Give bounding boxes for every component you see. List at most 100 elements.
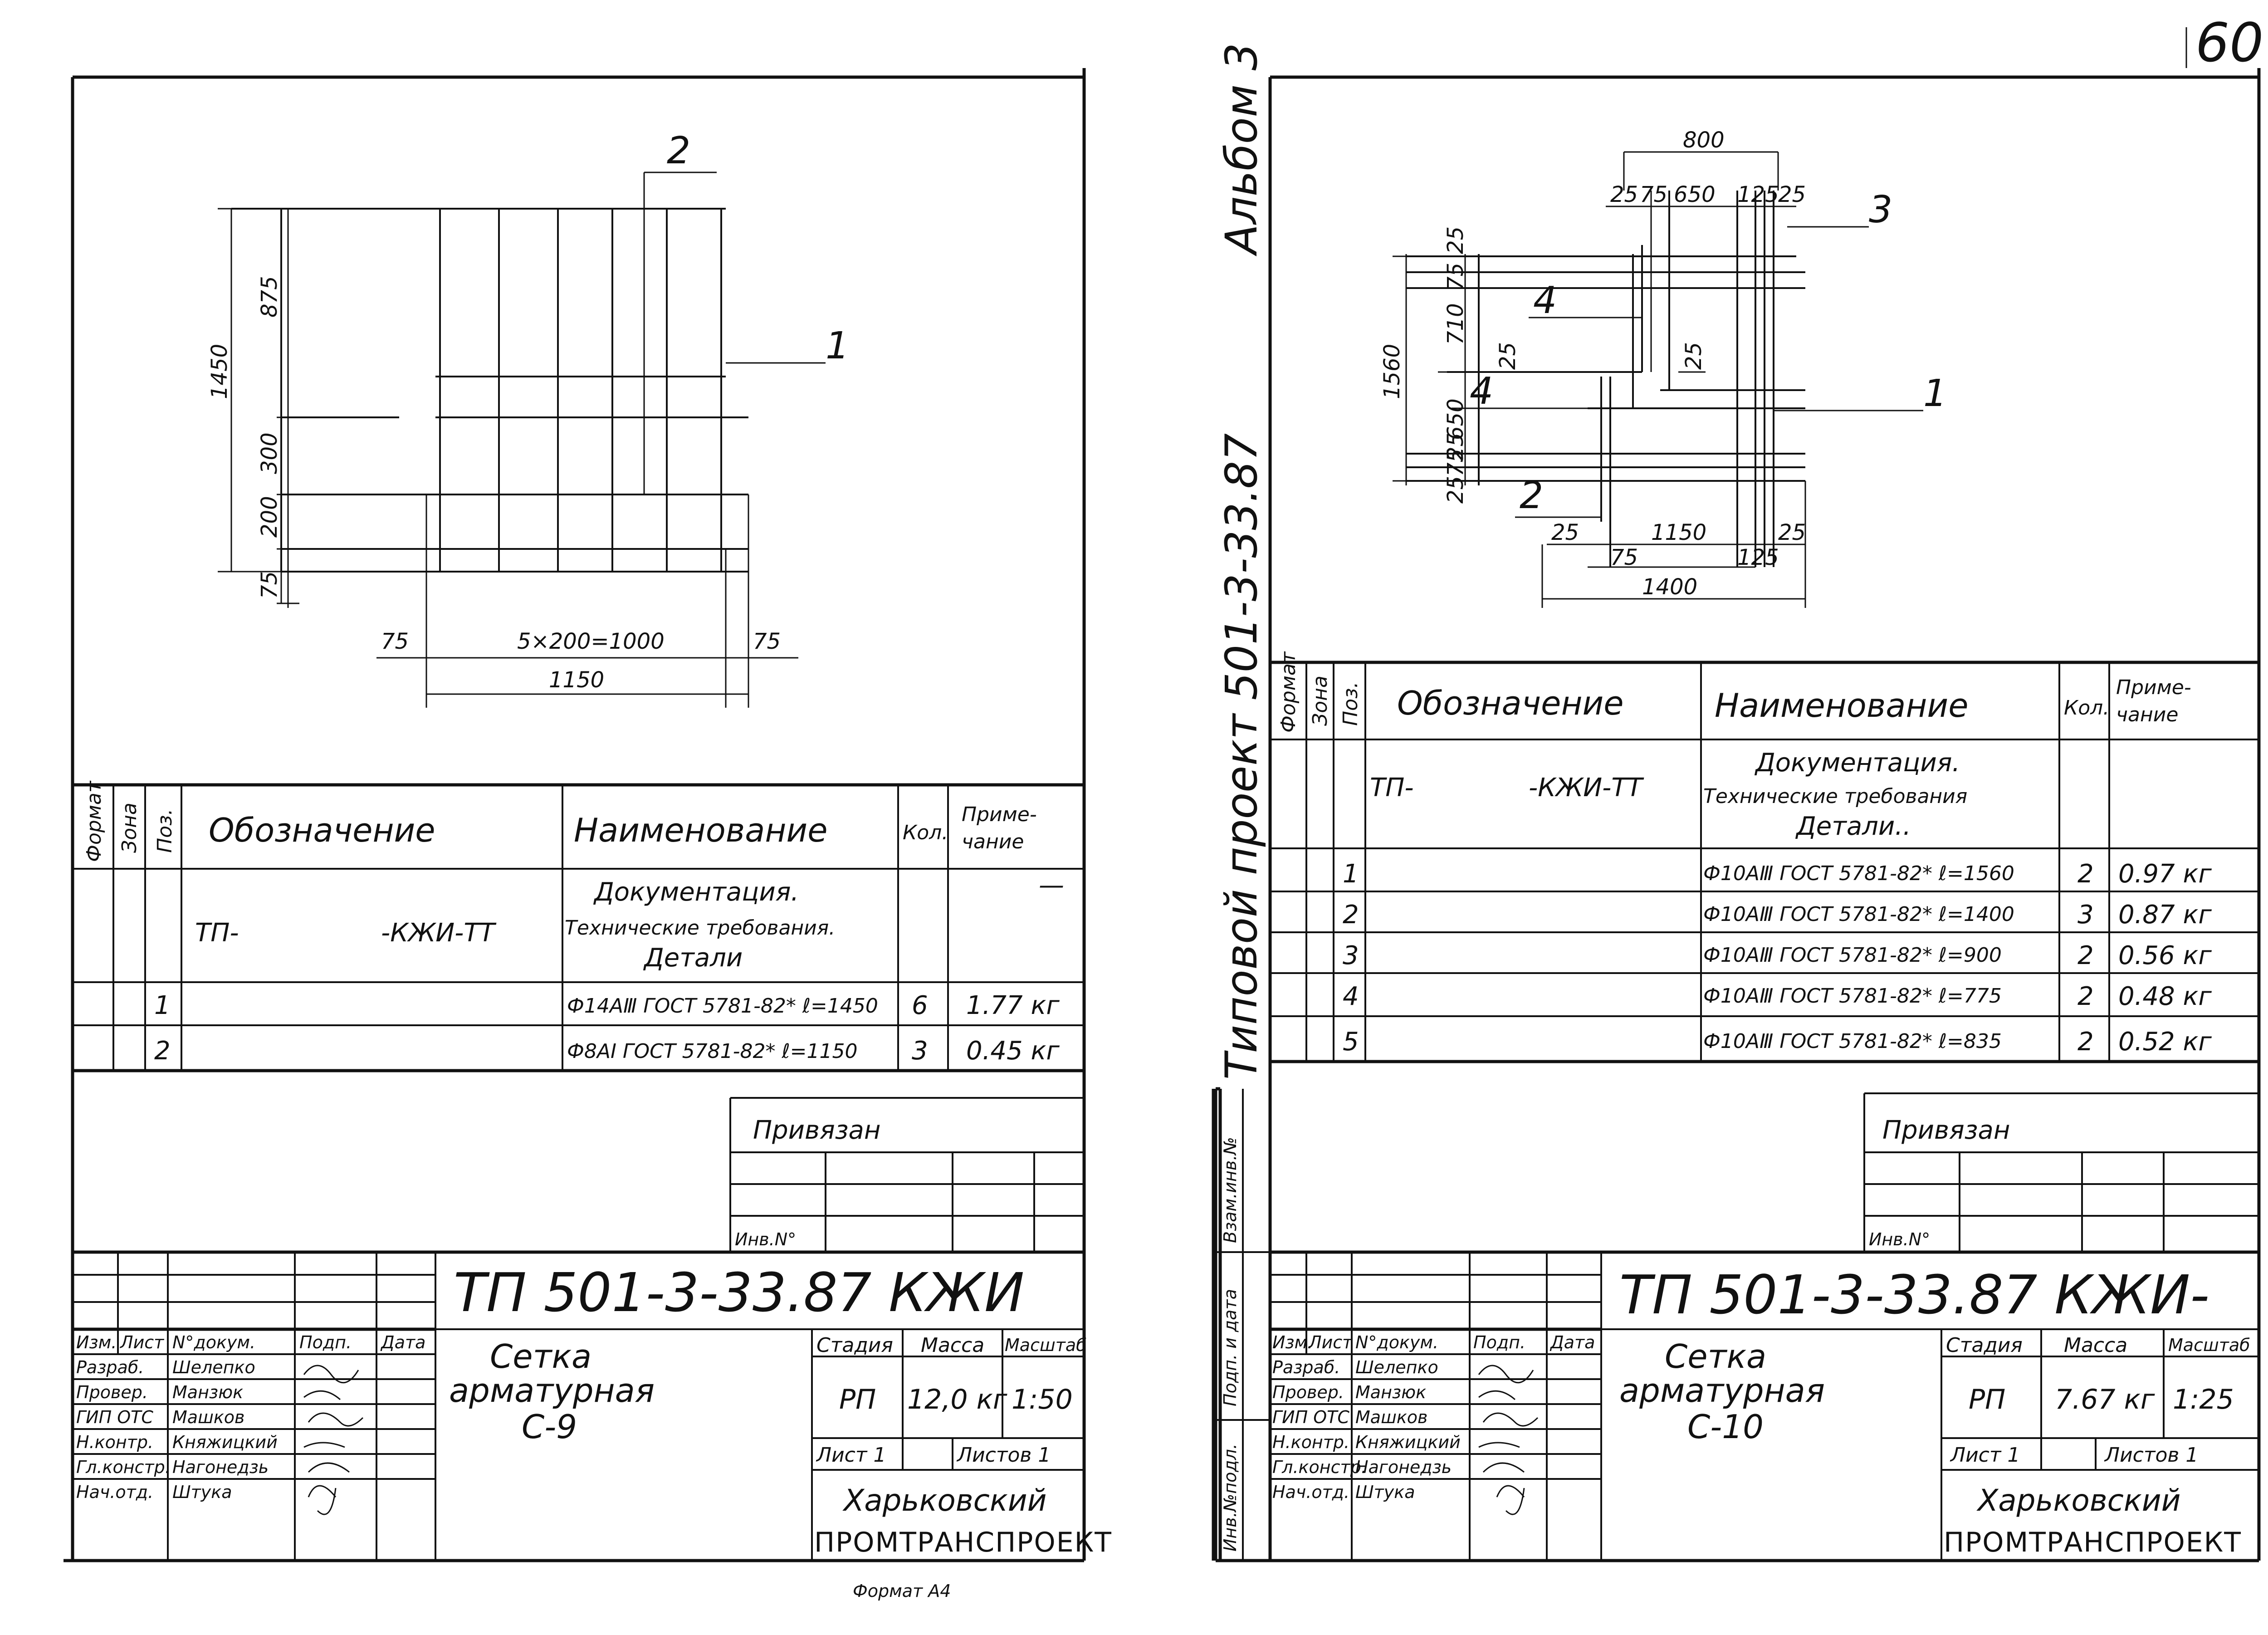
dim-inner-right: 25 (1681, 342, 1706, 370)
row1-poz: 1 (154, 991, 171, 1020)
dim-v-2: 75 (1443, 263, 1468, 290)
dim-bottom-3: 25 (1778, 520, 1806, 545)
row3-note: 0.56 кг (2118, 941, 2212, 970)
stamp-vzam-inv: Взам.инв.№ (1220, 1137, 1240, 1243)
doc-name-1: Документация. (1754, 748, 1960, 778)
row2-note: 0.45 кг (966, 1036, 1060, 1066)
doc-name-3: Детали.. (1795, 812, 1911, 841)
dim-bottom-total: 1400 (1642, 574, 1697, 600)
stamp-inv-podl: Инв.№подл. (1220, 1444, 1240, 1552)
row4-poz: 4 (1343, 982, 1359, 1011)
col-format: Формат (1277, 651, 1300, 733)
doc-designation-a: ТП- (195, 918, 239, 948)
drawing-sheet-c10: 60 Типовой проект 501-3-33.87 Альбом 3 И… (1152, 0, 2268, 1635)
format-note: Формат А4 (853, 1581, 951, 1601)
spec-table-c10 (1270, 661, 2259, 1063)
lbl-masshtab: Масштаб (2168, 1335, 2250, 1355)
col-zona: Зона (118, 803, 141, 853)
doc-name-2: Технические требования. (565, 916, 835, 940)
privyazan-label: Привязан (753, 1116, 880, 1145)
col-kol: Кол. (903, 821, 948, 844)
role-3: ГИП ОТС (76, 1407, 153, 1427)
lbl-ndok: N°докум. (1355, 1332, 1438, 1352)
row2-poz: 2 (154, 1036, 171, 1066)
drawing-sheet-c9: 1450 875 300 200 75 75 5×200=1000 75 115… (64, 68, 1112, 1601)
doc-code: ТП 501-3-33.87 КЖИ (454, 1261, 1024, 1324)
side-stamp: Инв.№подл. Подп. и дата Взам.инв.№ (1213, 1089, 1270, 1561)
name-3: Машков (172, 1407, 244, 1427)
item-name-1: Сетка (1665, 1337, 1766, 1376)
list: Лист 1 (816, 1444, 886, 1467)
item-name-3: С-10 (1687, 1408, 1764, 1446)
doc-designation-b: -КЖИ-ТТ (1529, 773, 1644, 803)
dim-v3: 200 (257, 496, 282, 538)
dim-v1: 875 (257, 276, 282, 318)
col-oboznachenie: Обозначение (1397, 684, 1624, 722)
role-1: Разраб. (1272, 1357, 1340, 1377)
doc-designation-a: ТП- (1370, 773, 1414, 803)
name-2: Манзюк (172, 1382, 243, 1402)
name-2: Манзюк (1355, 1382, 1426, 1402)
doc-designation-b: -КЖИ-ТТ (381, 918, 497, 948)
role-1: Разраб. (76, 1357, 144, 1377)
col-prim-1: Приме- (2116, 676, 2191, 699)
name-5: Нагонедзь (1355, 1457, 1452, 1477)
row2-note: 0.87 кг (2118, 900, 2212, 930)
inv-label: Инв.N° (1869, 1229, 1930, 1249)
org-name: Харьковский (842, 1483, 1047, 1518)
mesh-c10-dimensions: 800 25 75 650 125 25 1560 25 75 710 25 6… (1379, 127, 1947, 600)
item-name-2: арматурная (1619, 1371, 1825, 1410)
list: Лист 1 (1950, 1444, 2020, 1467)
side-album: Альбом 3 (1216, 43, 1267, 257)
lbl-izm: Изм. (1272, 1332, 1313, 1352)
doc-note: — (1039, 871, 1064, 900)
lbl-podp: Подп. (1473, 1332, 1525, 1352)
privyazan-block-c10: Привязан Инв.N° (1863, 1092, 2259, 1252)
role-6: Нач.отд. (76, 1482, 153, 1502)
row1-note: 0.97 кг (2118, 859, 2212, 889)
masshtab: 1:25 (2173, 1384, 2234, 1415)
role-2: Провер. (1272, 1382, 1344, 1402)
lbl-izm: Изм. (76, 1332, 117, 1352)
mesh-c9-dimensions: 1450 875 300 200 75 75 5×200=1000 75 115… (207, 129, 849, 693)
col-zona: Зона (1309, 676, 1332, 726)
dim-bottom-2: 1150 (1651, 520, 1706, 545)
lbl-massa: Масса (921, 1334, 984, 1357)
callout-2: 2 (1520, 474, 1543, 517)
lbl-stadiya: Стадия (816, 1334, 893, 1357)
sheet-c9-graphics: 1450 875 300 200 75 75 5×200=1000 75 115… (64, 68, 1112, 1601)
col-prim-2: чание (962, 830, 1024, 853)
name-1: Шелепко (172, 1357, 255, 1377)
listov: Листов 1 (2104, 1444, 2198, 1467)
spec-table-c9 (73, 783, 1084, 1072)
dim-v-5: 650 (1443, 398, 1468, 440)
row3-kol: 2 (2077, 941, 2094, 970)
row4-kol: 2 (2077, 982, 2094, 1011)
row1-name: Ф10АⅢ ГОСТ 5781-82* ℓ=1560 (1703, 862, 2014, 885)
dim-h-total: 1150 (549, 667, 604, 693)
callout-1: 1 (1923, 372, 1947, 415)
row5-kol: 2 (2077, 1027, 2094, 1057)
org-name-2: ПРОМТРАНСПРОЕКТ (814, 1527, 1112, 1558)
row1-kol: 6 (912, 991, 928, 1020)
row3-name: Ф10АⅢ ГОСТ 5781-82* ℓ=900 (1703, 944, 2002, 967)
dim-v2: 300 (257, 432, 282, 474)
title-block-c10: ТП 501-3-33.87 КЖИ- Изм. Лист N°докум. П… (1270, 1250, 2259, 1561)
row4-note: 0.48 кг (2118, 982, 2212, 1011)
col-poz: Поз. (153, 809, 176, 853)
org-name-2: ПРОМТРАНСПРОЕКТ (1944, 1527, 2242, 1558)
lbl-podp: Подп. (299, 1332, 352, 1352)
doc-name-3: Детали (643, 943, 743, 973)
dim-v-1: 25 (1443, 226, 1468, 254)
lbl-massa: Масса (2064, 1334, 2127, 1357)
stamp-podp-data: Подп. и дата (1220, 1289, 1240, 1406)
role-3: ГИП ОТС (1272, 1407, 1349, 1427)
dim-v-total: 1450 (207, 344, 232, 399)
doc-code: ТП 501-3-33.87 КЖИ- (1619, 1263, 2209, 1326)
dim-top-2: 75 (1640, 182, 1667, 207)
dim-v-4: 25 (1495, 342, 1520, 370)
massa: 7.67 кг (2055, 1384, 2155, 1415)
dim-bottom-sub-2: 125 (1737, 545, 1779, 570)
callout-4a: 4 (1533, 279, 1557, 322)
dim-top-3: 650 (1674, 182, 1716, 207)
